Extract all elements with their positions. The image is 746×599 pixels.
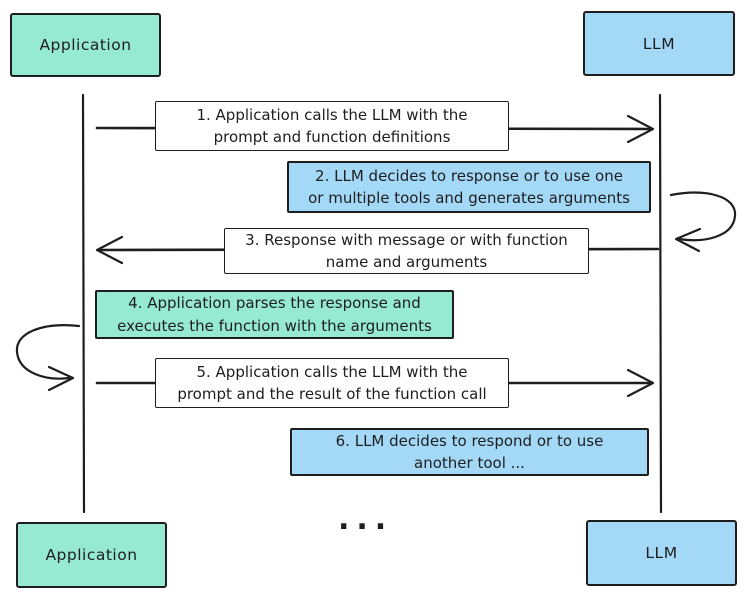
message-3-line-1: 3. Response with message or with functio… (245, 230, 568, 249)
message-5-label: 5. Application calls the LLM with the pr… (155, 358, 509, 408)
actor-application-bottom: Application (16, 522, 167, 588)
llm-lifeline (658, 93, 663, 514)
message-2-label: 2. LLM decides to response or to use one… (287, 161, 651, 213)
application-lifeline (81, 93, 86, 514)
llm-self-loop-arrow (669, 191, 737, 242)
message-3-label: 3. Response with message or with functio… (224, 228, 589, 274)
message-1-line-2: prompt and function definitions (213, 128, 451, 146)
actor-label: Application (45, 546, 138, 564)
message-1-label: 1. Application calls the LLM with the pr… (155, 101, 509, 151)
message-5-line-1: 5. Application calls the LLM with the (196, 362, 468, 381)
message-6-line-2: another tool ... (414, 454, 525, 472)
message-4-line-2: executes the function with the arguments (117, 316, 432, 335)
actor-label: Application (39, 36, 132, 54)
actor-label: LLM (642, 34, 676, 53)
message-6-label: 6. LLM decides to respond or to use anot… (290, 428, 649, 476)
message-3-arrowhead-left-icon (95, 235, 124, 265)
application-self-loop-arrowhead-icon (47, 365, 75, 392)
message-5-arrowhead-right-icon (626, 368, 655, 398)
message-2-line-2: or multiple tools and generates argument… (308, 189, 630, 207)
application-self-loop-arrow (15, 324, 81, 380)
actor-label: LLM (645, 544, 678, 562)
message-4-line-1: 4. Application parses the response and (128, 294, 421, 312)
continuation-ellipsis: ... (338, 502, 394, 537)
message-2-line-1: 2. LLM decides to response or to use one (315, 166, 623, 185)
message-4-label: 4. Application parses the response and e… (95, 290, 454, 339)
message-6-line-1: 6. LLM decides to respond or to use (335, 431, 604, 450)
message-1-line-1: 1. Application calls the LLM with the (196, 105, 468, 124)
message-1-arrowhead-right-icon (626, 114, 655, 144)
actor-llm-top: LLM (583, 11, 735, 76)
actor-application-top: Application (10, 13, 161, 77)
message-5-line-2: prompt and the result of the function ca… (177, 385, 487, 403)
llm-self-loop-arrowhead-icon (674, 227, 702, 253)
actor-llm-bottom: LLM (586, 520, 737, 586)
message-3-line-2: name and arguments (325, 253, 488, 271)
